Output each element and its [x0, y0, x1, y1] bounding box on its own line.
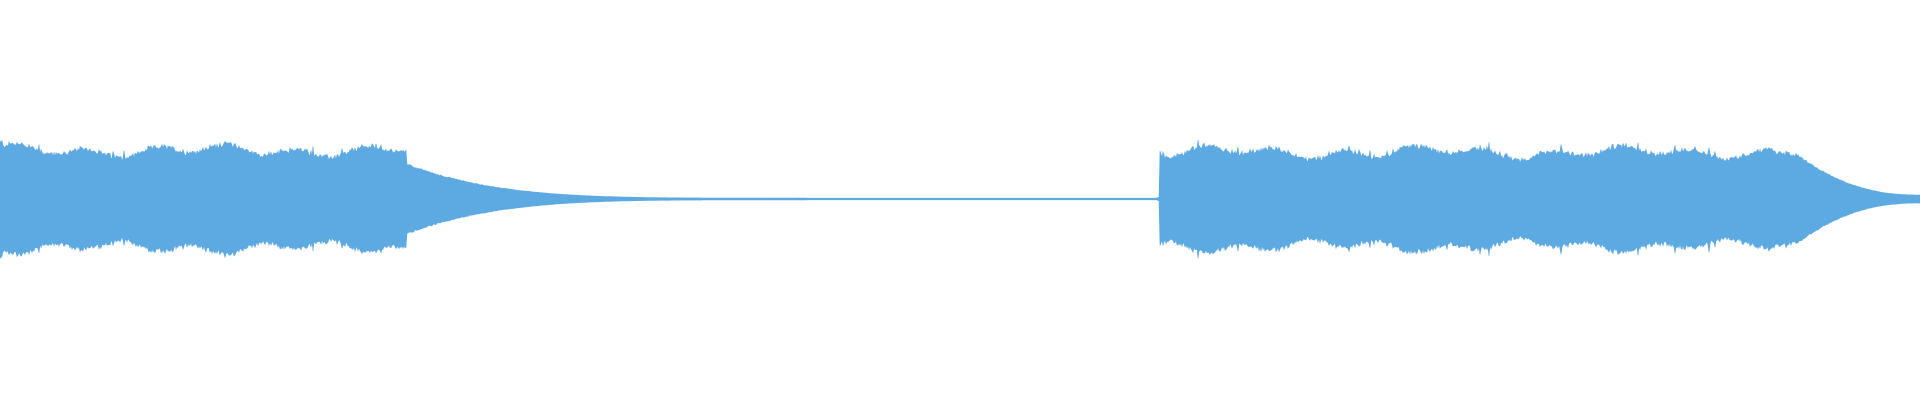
waveform-envelope: [0, 139, 1920, 259]
